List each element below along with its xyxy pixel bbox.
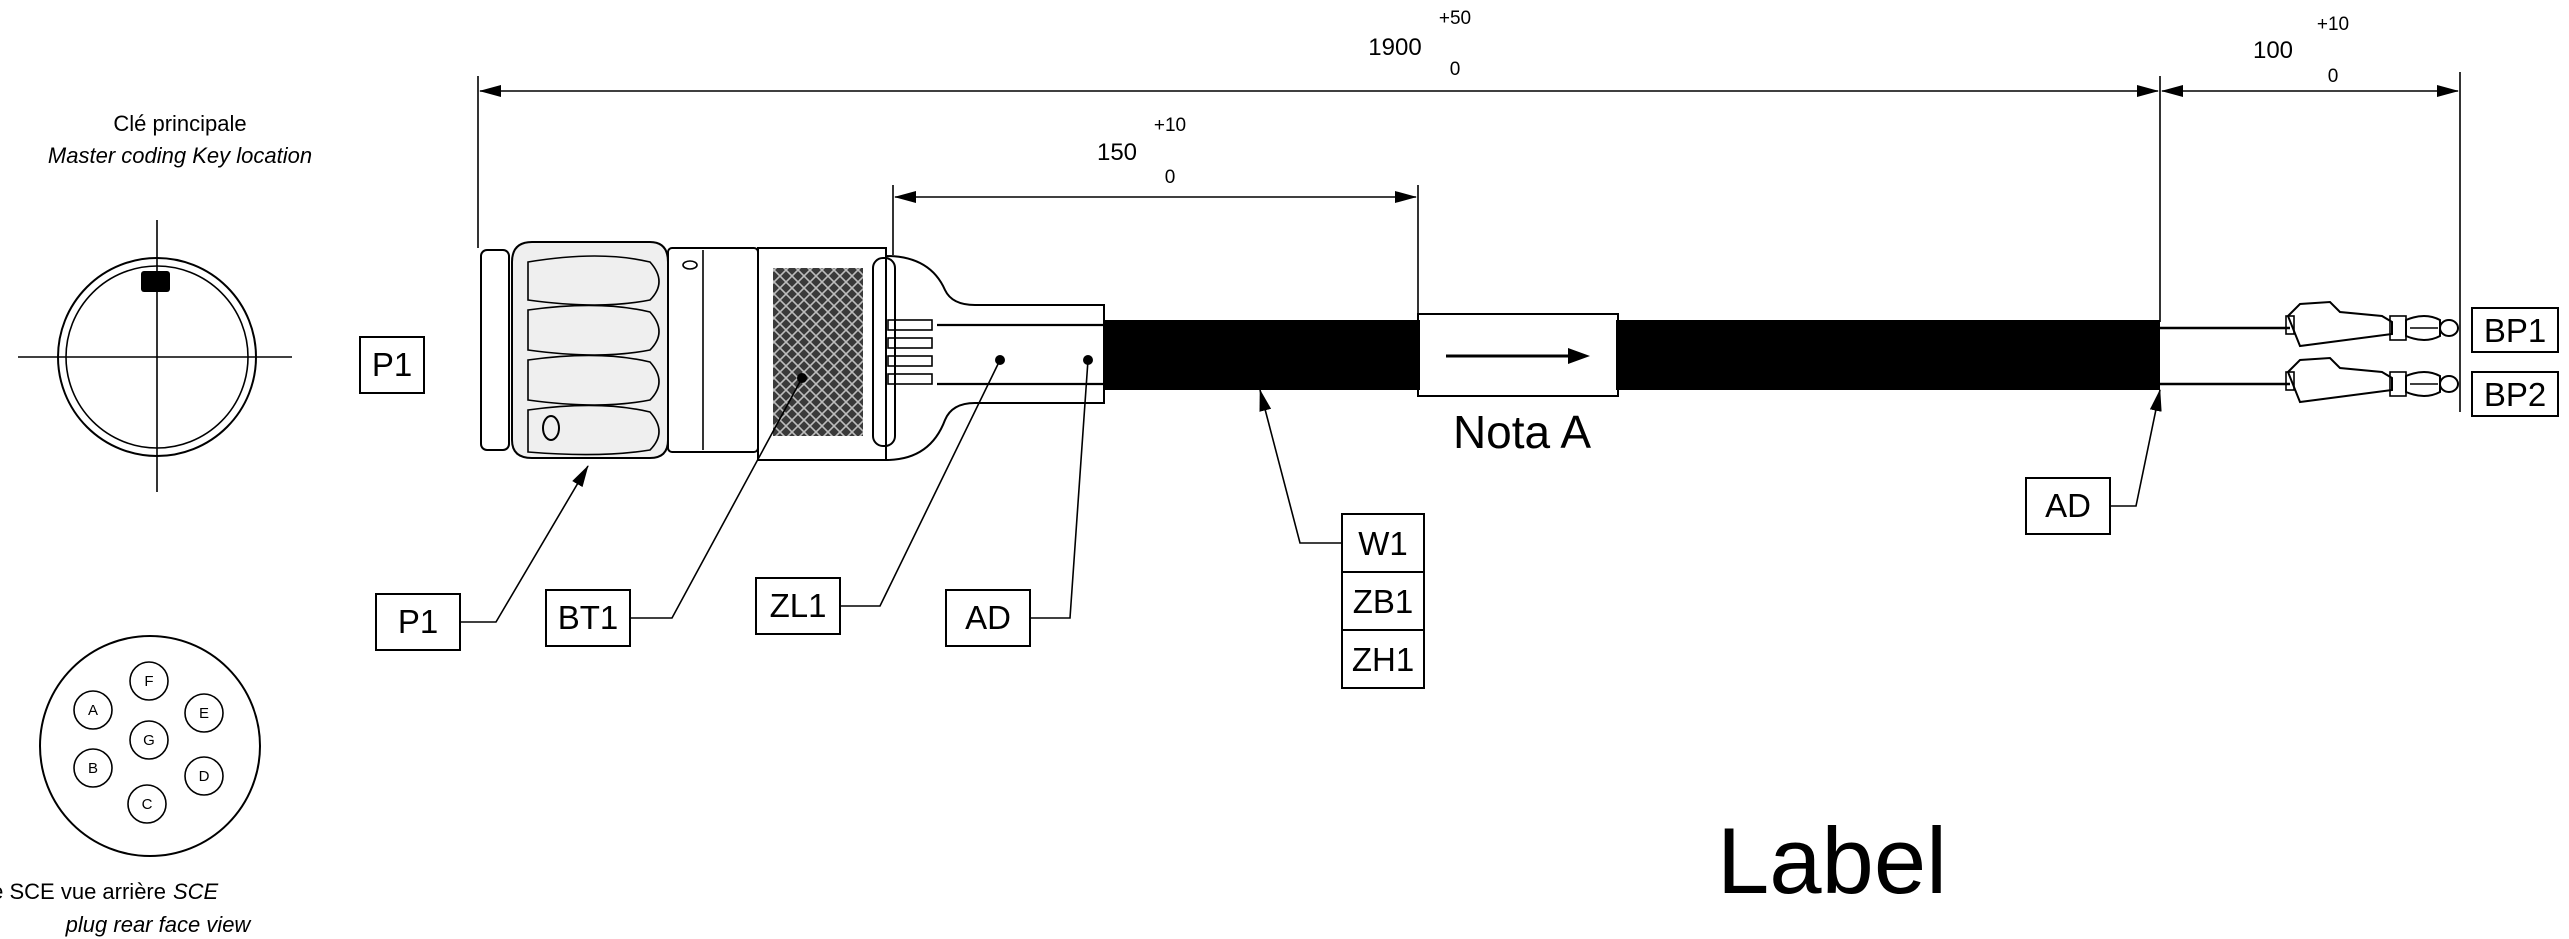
dimensions: 1900 +50 0 100 +10 0 150 +10 0 <box>477 8 2461 412</box>
pin-c-label: C <box>142 796 153 813</box>
callout-bp2: BP2 <box>2471 371 2559 417</box>
sleeve-tol-plus: +10 <box>1154 115 1186 136</box>
zb1-tag-label: ZB1 <box>1353 583 1414 620</box>
nota-a-text: Nota A <box>1453 406 1591 458</box>
bt1-tag-label: BT1 <box>558 599 619 636</box>
lead-tol-minus: 0 <box>2328 66 2339 87</box>
key-outer-ring <box>57 257 257 457</box>
sleeve-dimension-value: 150 <box>1097 139 1137 166</box>
pin-a-circle <box>73 690 113 730</box>
ad-right-tag-label: AD <box>2045 487 2091 524</box>
pin-a-label: A <box>88 702 98 719</box>
callout-w1-group: W1 ZB1 ZH1 <box>1259 389 1425 689</box>
w1-tag-label: W1 <box>1358 525 1408 562</box>
pin-c-circle <box>127 784 167 824</box>
callout-ad-left: AD <box>945 359 1089 647</box>
bp2-tag-label: BP2 <box>2484 376 2546 413</box>
callout-zl1: ZL1 <box>755 359 1001 635</box>
pin-d-circle <box>184 756 224 796</box>
pin-b-circle <box>73 748 113 788</box>
sleeve-tol-minus: 0 <box>1165 167 1176 188</box>
key-location-view: Clé principale Master coding Key locatio… <box>18 111 312 492</box>
p1-side-label: P1 <box>372 346 412 383</box>
pin-e-label: E <box>199 705 209 722</box>
leads <box>2160 326 2290 386</box>
pin-f-label: F <box>144 673 153 690</box>
banana-plug-bp1 <box>2285 300 2459 348</box>
connector-p1 <box>480 241 759 459</box>
bp1-tag-label: BP1 <box>2484 312 2546 349</box>
pin-f-circle <box>129 661 169 701</box>
rear-caption-fr: Fiche SCE vue arrière <box>0 879 166 904</box>
p1-side-tag: P1 <box>359 336 425 394</box>
lead-dimension-value: 100 <box>2253 37 2293 64</box>
pin-e-circle <box>184 693 224 733</box>
overall-tol-minus: 0 <box>1450 59 1461 80</box>
strain-relief-zl1 <box>885 254 1105 462</box>
zh1-tag-label: ZH1 <box>1352 641 1414 678</box>
label-title: Label <box>1717 808 1947 913</box>
zl1-tag-label: ZL1 <box>770 587 827 624</box>
callout-ad-right: AD <box>2025 389 2162 535</box>
direction-arrow-icon <box>1568 348 1590 364</box>
pin-b-label: B <box>88 760 98 777</box>
braid-mesh <box>773 268 863 436</box>
ad-left-tag-label: AD <box>965 599 1011 636</box>
lead-tol-plus: +10 <box>2317 14 2349 35</box>
pin-g-label: G <box>143 732 155 749</box>
rear-face-outline <box>39 635 261 857</box>
rear-face-view: A B C D E F G Fiche SCE vue arrière SCE plug r… <box>0 635 261 937</box>
nota-a-label-sleeve <box>1417 313 1619 397</box>
p1-tag-label: P1 <box>398 603 438 640</box>
rear-caption-en-2: plug rear face view <box>65 912 253 937</box>
overall-tol-plus: +50 <box>1439 8 1471 29</box>
callout-bt1: BT1 <box>545 373 807 647</box>
key-title-fr: Clé principale <box>113 111 246 136</box>
callout-p1: P1 <box>375 465 589 651</box>
pin-g-circle <box>129 720 169 760</box>
cable-w1: Nota A <box>1104 313 2160 458</box>
key-title-en: Master coding Key location <box>48 143 312 168</box>
key-inner-ring <box>65 265 249 449</box>
backshell-bt1 <box>757 247 896 461</box>
pin-d-label: D <box>199 768 210 785</box>
rear-caption-en-1: SCE <box>173 879 219 904</box>
banana-plug-bp2 <box>2285 356 2459 404</box>
overall-dimension-value: 1900 <box>1368 34 1421 61</box>
callout-bp1: BP1 <box>2471 307 2559 353</box>
master-key-icon <box>141 271 170 292</box>
